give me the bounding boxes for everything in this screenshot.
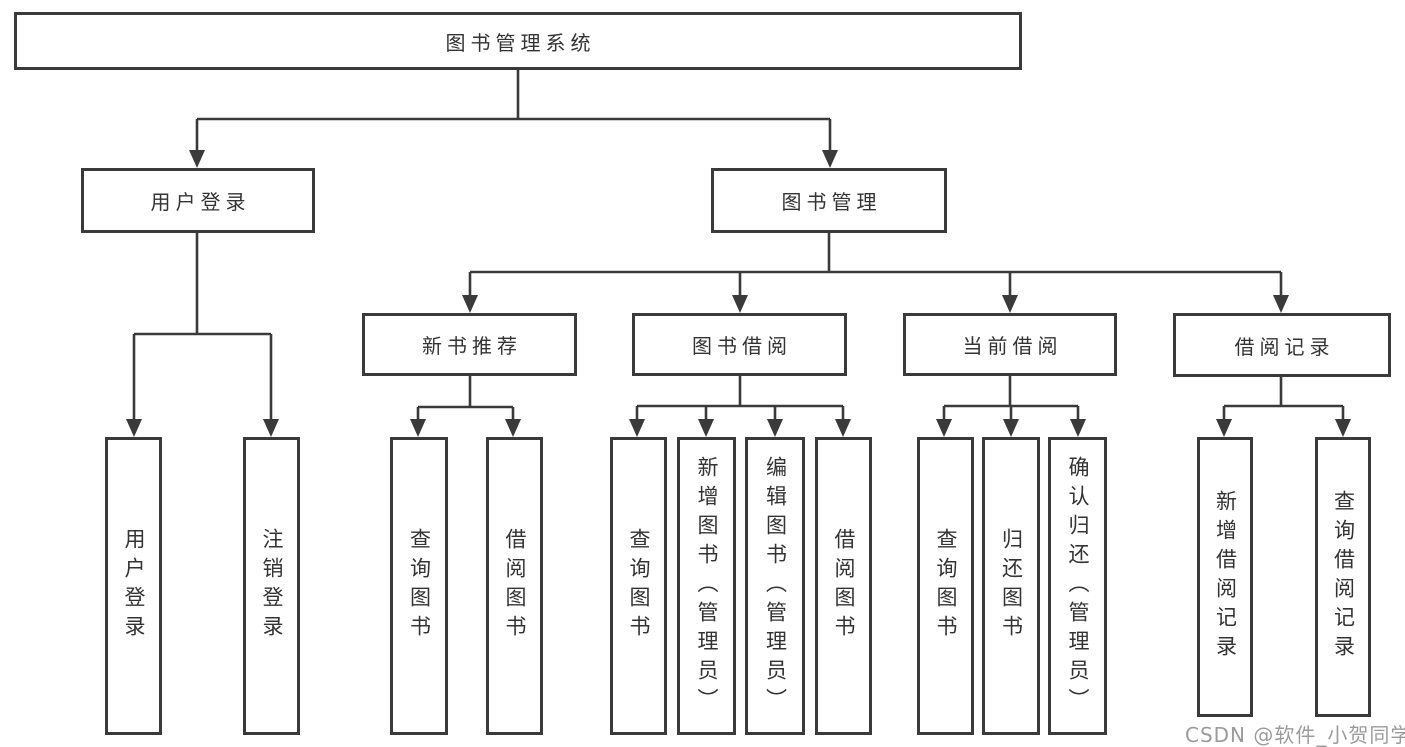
arrowhead (698, 419, 714, 437)
leaf-label: 编辑图书（管理员） (763, 455, 788, 717)
leaf-confirm-return-admin: 确认归还（管理员） (1048, 437, 1107, 735)
connector-book-borrow (635, 376, 845, 421)
arrowhead (462, 295, 478, 313)
connector-current-borrow (942, 376, 1080, 421)
leaf-borrow-book-2: 借阅图书 (815, 437, 872, 735)
connector-borrow-record (1222, 376, 1345, 421)
node-book-management: 图书管理 (711, 168, 947, 233)
arrowhead (410, 419, 426, 437)
leaf-logout: 注销登录 (243, 437, 300, 735)
arrowhead (1335, 419, 1351, 437)
arrowhead (1003, 419, 1019, 437)
leaf-label: 用户登录 (122, 528, 146, 644)
connector-user-login (132, 233, 273, 421)
connector-book-management (468, 233, 1283, 297)
leaf-label: 查询图书 (407, 528, 432, 644)
leaf-label: 借阅图书 (832, 528, 856, 644)
leaf-label: 借阅图书 (503, 528, 527, 644)
leaf-label: 查询图书 (934, 528, 958, 644)
arrowhead (1070, 419, 1086, 437)
leaf-label: 归还图书 (999, 528, 1024, 644)
node-user-login: 用户登录 (81, 168, 315, 233)
leaf-label: 查询图书 (627, 528, 651, 644)
node-current-borrow: 当前借阅 (903, 313, 1117, 376)
leaf-user-login: 用户登录 (105, 437, 162, 735)
arrowhead (263, 419, 279, 437)
node-root-library-system: 图书管理系统 (14, 12, 1022, 70)
connector-new-book (416, 376, 515, 421)
connector-root (195, 70, 832, 152)
arrowhead (767, 419, 783, 437)
leaf-query-book-3: 查询图书 (917, 437, 974, 735)
node-book-borrow: 图书借阅 (632, 313, 847, 376)
node-borrow-record: 借阅记录 (1173, 313, 1391, 377)
arrowhead (1273, 295, 1289, 313)
leaf-label: 注销登录 (260, 528, 284, 644)
arrowhead (936, 419, 952, 437)
arrowhead (835, 419, 851, 437)
node-new-book-recommend: 新书推荐 (362, 313, 577, 376)
leaf-add-borrow-record: 新增借阅记录 (1197, 437, 1253, 717)
leaf-label: 新增借阅记录 (1213, 490, 1238, 664)
leaf-borrow-book-1: 借阅图书 (486, 437, 543, 735)
arrowhead (1002, 295, 1018, 313)
leaf-label: 确认归还（管理员） (1066, 455, 1090, 717)
leaf-label: 查询借阅记录 (1331, 490, 1356, 664)
leaf-query-book-2: 查询图书 (610, 437, 667, 735)
arrowhead (505, 419, 521, 437)
leaf-edit-book-admin: 编辑图书（管理员） (745, 437, 805, 735)
arrowhead (1216, 419, 1232, 437)
leaf-add-book-admin: 新增图书（管理员） (677, 437, 736, 735)
arrowhead (189, 150, 205, 168)
leaf-return-book: 归还图书 (982, 437, 1040, 735)
arrowhead (732, 295, 748, 313)
arrowhead (126, 419, 142, 437)
leaf-query-borrow-record: 查询借阅记录 (1315, 437, 1371, 717)
arrowhead (822, 150, 838, 168)
leaf-query-book-1: 查询图书 (390, 437, 448, 735)
csdn-watermark: CSDN @软件_小贺同学 (1185, 723, 1405, 747)
arrowhead (629, 419, 645, 437)
leaf-label: 新增图书（管理员） (695, 455, 719, 717)
